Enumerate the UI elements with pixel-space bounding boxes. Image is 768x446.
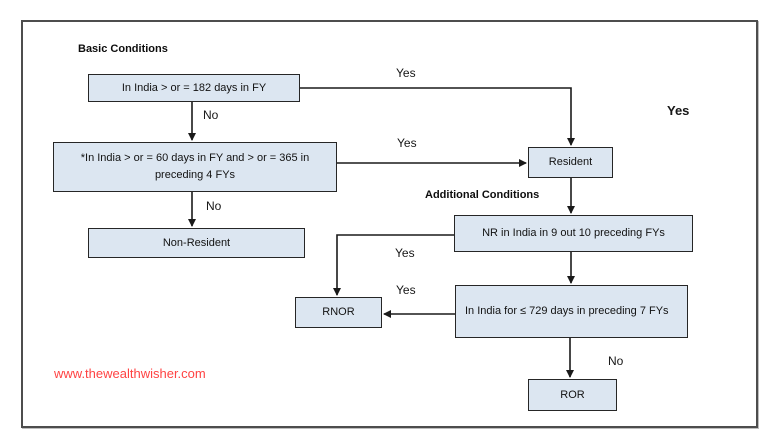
basic-conditions-heading: Basic Conditions [78,43,168,55]
edge-label-yes-729: Yes [396,283,416,297]
diagram-frame [21,20,758,428]
additional-conditions-heading: Additional Conditions [425,189,540,201]
node-resident: Resident [528,147,613,178]
edge-label-no-182: No [203,108,219,122]
edge-label-yes-nr910: Yes [395,246,415,260]
edge-label-yes-60: Yes [397,136,417,150]
node-ror: ROR [528,379,617,411]
edge-label-yes-right: Yes [667,103,690,118]
node-non-resident: Non-Resident [88,228,305,258]
edge-label-no-729: No [608,354,624,368]
node-729-days-condition: In India for ≤ 729 days in preceding 7 F… [455,285,688,338]
edge-label-yes-182: Yes [396,66,416,80]
edge-label-no-60: No [206,199,222,213]
node-rnor: RNOR [295,297,382,328]
node-nr-9-of-10-condition: NR in India in 9 out 10 preceding FYs [454,215,693,252]
node-182-days-condition: In India > or = 182 days in FY [88,74,300,102]
watermark-url: www.thewealthwisher.com [54,366,206,381]
node-60-days-condition: *In India > or = 60 days in FY and > or … [53,142,337,192]
